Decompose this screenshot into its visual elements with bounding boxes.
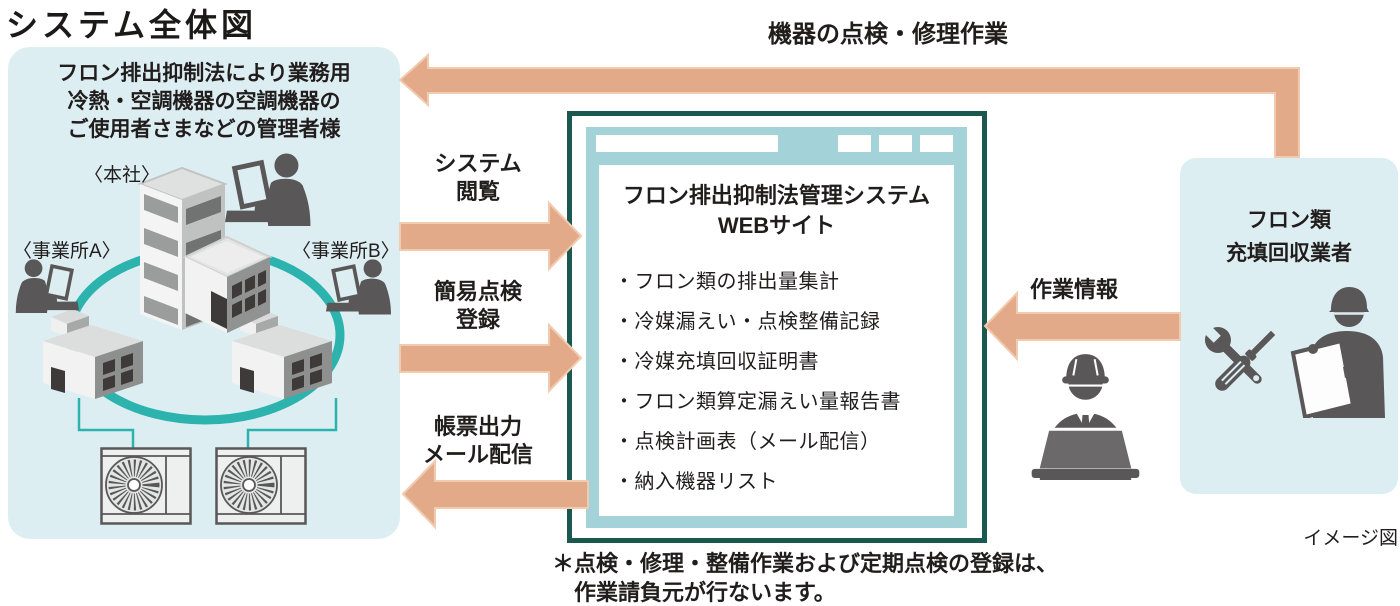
web-system-title: フロン排出抑制法管理システム WEBサイト — [599, 165, 954, 241]
ac-connector-lines — [77, 398, 338, 448]
wrench-screwdriver-icon — [1204, 326, 1276, 391]
contractor-heading-line1: フロン類 — [1247, 209, 1331, 232]
window-button-3 — [920, 135, 953, 152]
office-a-label: 〈事業所A〉 — [13, 241, 121, 262]
manager-panel: フロン排出抑制法により業務用 冷熱・空調機器の空調機器の ご使用者さまなどの管理… — [8, 47, 400, 539]
browser-content: フロン排出抑制法管理システム WEBサイト ・フロン類の排出量集計 ・冷媒漏えい… — [599, 165, 954, 516]
arrow-simple-check-right — [399, 322, 583, 394]
office-b-label: 〈事業所B〉 — [292, 241, 400, 262]
page-title: システム全体図 — [6, 7, 258, 43]
manager-panel-heading: フロン排出抑制法により業務用 冷熱・空調機器の空調機器の ご使用者さまなどの管理… — [8, 60, 400, 144]
address-bar — [596, 135, 778, 152]
web-system-title-line2: WEBサイト — [717, 213, 836, 238]
office-cube-building-icon — [182, 235, 273, 333]
manager-heading-line1: フロン排出抑制法により業務用 — [57, 62, 351, 85]
office-network-illustration — [14, 47, 393, 539]
manager-heading-line3: ご使用者さまなどの管理者様 — [67, 118, 341, 141]
flow-label-system-view: システム 閲覧 — [434, 151, 522, 204]
arrow-system-view-right — [399, 200, 583, 272]
head-office-label: 〈本社〉 — [84, 165, 161, 186]
footnote-line1: ＊点検・修理・整備作業および定期点検の登録は、 — [552, 551, 1059, 576]
ac-unit-icon-2 — [217, 449, 306, 524]
flow-label-equipment-work: 機器の点検・修理作業 — [768, 21, 1008, 48]
office-b-user-icon — [324, 257, 393, 317]
factory-a-building-icon — [43, 309, 143, 399]
recovery-contractor-panel: フロン類 充填回収業者 — [1180, 158, 1398, 494]
list-item: ・フロン類算定漏えい量報告書 — [614, 390, 901, 413]
flow-label-simple-check: 簡易点検 登録 — [433, 279, 522, 332]
contractor-heading-line2: 充填回収業者 — [1226, 242, 1352, 265]
contractor-worker-laptop-icon — [1031, 354, 1140, 480]
office-a-user-icon — [14, 257, 81, 315]
image-caption: イメージ図 — [1303, 528, 1398, 549]
web-system-browser-window: フロン排出抑制法管理システム WEBサイト ・フロン類の排出量集計 ・冷媒漏えい… — [567, 111, 987, 543]
footnote: ＊点検・修理・整備作業および定期点検の登録は、 作業請負元が行ないます。 — [552, 549, 1058, 606]
list-item: ・冷媒充填回収証明書 — [614, 350, 819, 373]
arrow-report-output-left — [401, 458, 589, 530]
ac-unit-icon-1 — [102, 449, 191, 524]
contractor-heading: フロン類 充填回収業者 — [1180, 204, 1398, 270]
worker-with-document-icon — [1290, 287, 1385, 418]
web-system-feature-list: ・フロン類の排出量集計 ・冷媒漏えい・点検整備記録 ・冷媒充填回収証明書 ・フロ… — [599, 259, 954, 499]
window-button-1 — [838, 135, 871, 152]
flow-label-report-output: 帳票出力 メール配信 — [422, 414, 533, 467]
list-item: ・フロン類の排出量集計 — [614, 270, 840, 293]
flow-label-work-info: 作業情報 — [1029, 277, 1118, 302]
list-item: ・納入機器リスト — [614, 470, 778, 493]
footnote-line2: 作業請負元が行ないます。 — [574, 580, 836, 605]
head-office-user-icon — [225, 153, 310, 225]
window-button-2 — [879, 135, 912, 152]
manager-heading-line2: 冷熱・空調機器の空調機器の — [67, 90, 341, 113]
browser-chrome: フロン排出抑制法管理システム WEBサイト ・フロン類の排出量集計 ・冷媒漏えい… — [586, 127, 967, 528]
list-item: ・点検計画表（メール配信） — [614, 430, 881, 453]
web-system-title-line1: フロン排出抑制法管理システム — [622, 183, 931, 208]
list-item: ・冷媒漏えい・点検整備記録 — [614, 310, 881, 333]
